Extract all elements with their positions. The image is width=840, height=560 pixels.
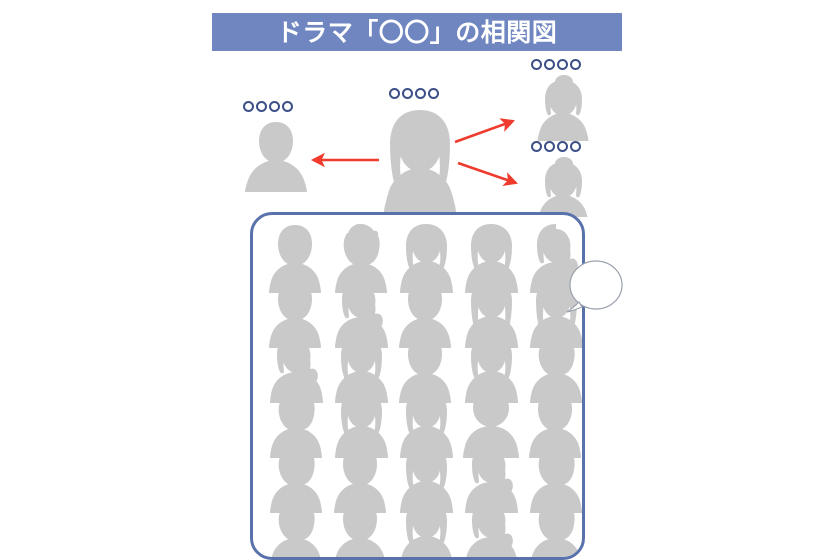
redaction-circle	[557, 59, 568, 70]
redaction-circle	[570, 59, 581, 70]
top-right-character-avatar	[530, 75, 596, 141]
bottom-right-character-avatar	[530, 157, 596, 217]
left-character-name-label	[243, 101, 293, 112]
ensemble-cast-box	[250, 212, 585, 560]
speech-bubble[interactable]	[566, 258, 624, 320]
redaction-circle	[570, 141, 581, 152]
redaction-circle	[402, 88, 413, 99]
redaction-circle	[544, 141, 555, 152]
redaction-circle	[557, 141, 568, 152]
redaction-circle	[389, 88, 400, 99]
redaction-circle	[544, 59, 555, 70]
page-title: ドラマ「〇〇」の相関図	[276, 17, 558, 47]
redaction-circle	[243, 101, 254, 112]
speech-bubble-tail	[566, 301, 583, 313]
redaction-circle	[428, 88, 439, 99]
speech-bubble-body	[569, 260, 623, 310]
bottom-right-character-name-label	[531, 141, 581, 152]
top-right-character-name-label	[531, 59, 581, 70]
redaction-circle	[269, 101, 280, 112]
redaction-circle	[531, 59, 542, 70]
center-character-avatar	[372, 106, 468, 212]
title-banner: ドラマ「〇〇」の相関図	[212, 13, 622, 51]
redaction-circle	[531, 141, 542, 152]
center-character-name-label	[389, 88, 439, 99]
redaction-circle	[256, 101, 267, 112]
left-character-avatar	[240, 120, 312, 192]
redaction-circle	[415, 88, 426, 99]
redaction-circle	[282, 101, 293, 112]
ensemble-avatar-grid	[269, 223, 582, 557]
